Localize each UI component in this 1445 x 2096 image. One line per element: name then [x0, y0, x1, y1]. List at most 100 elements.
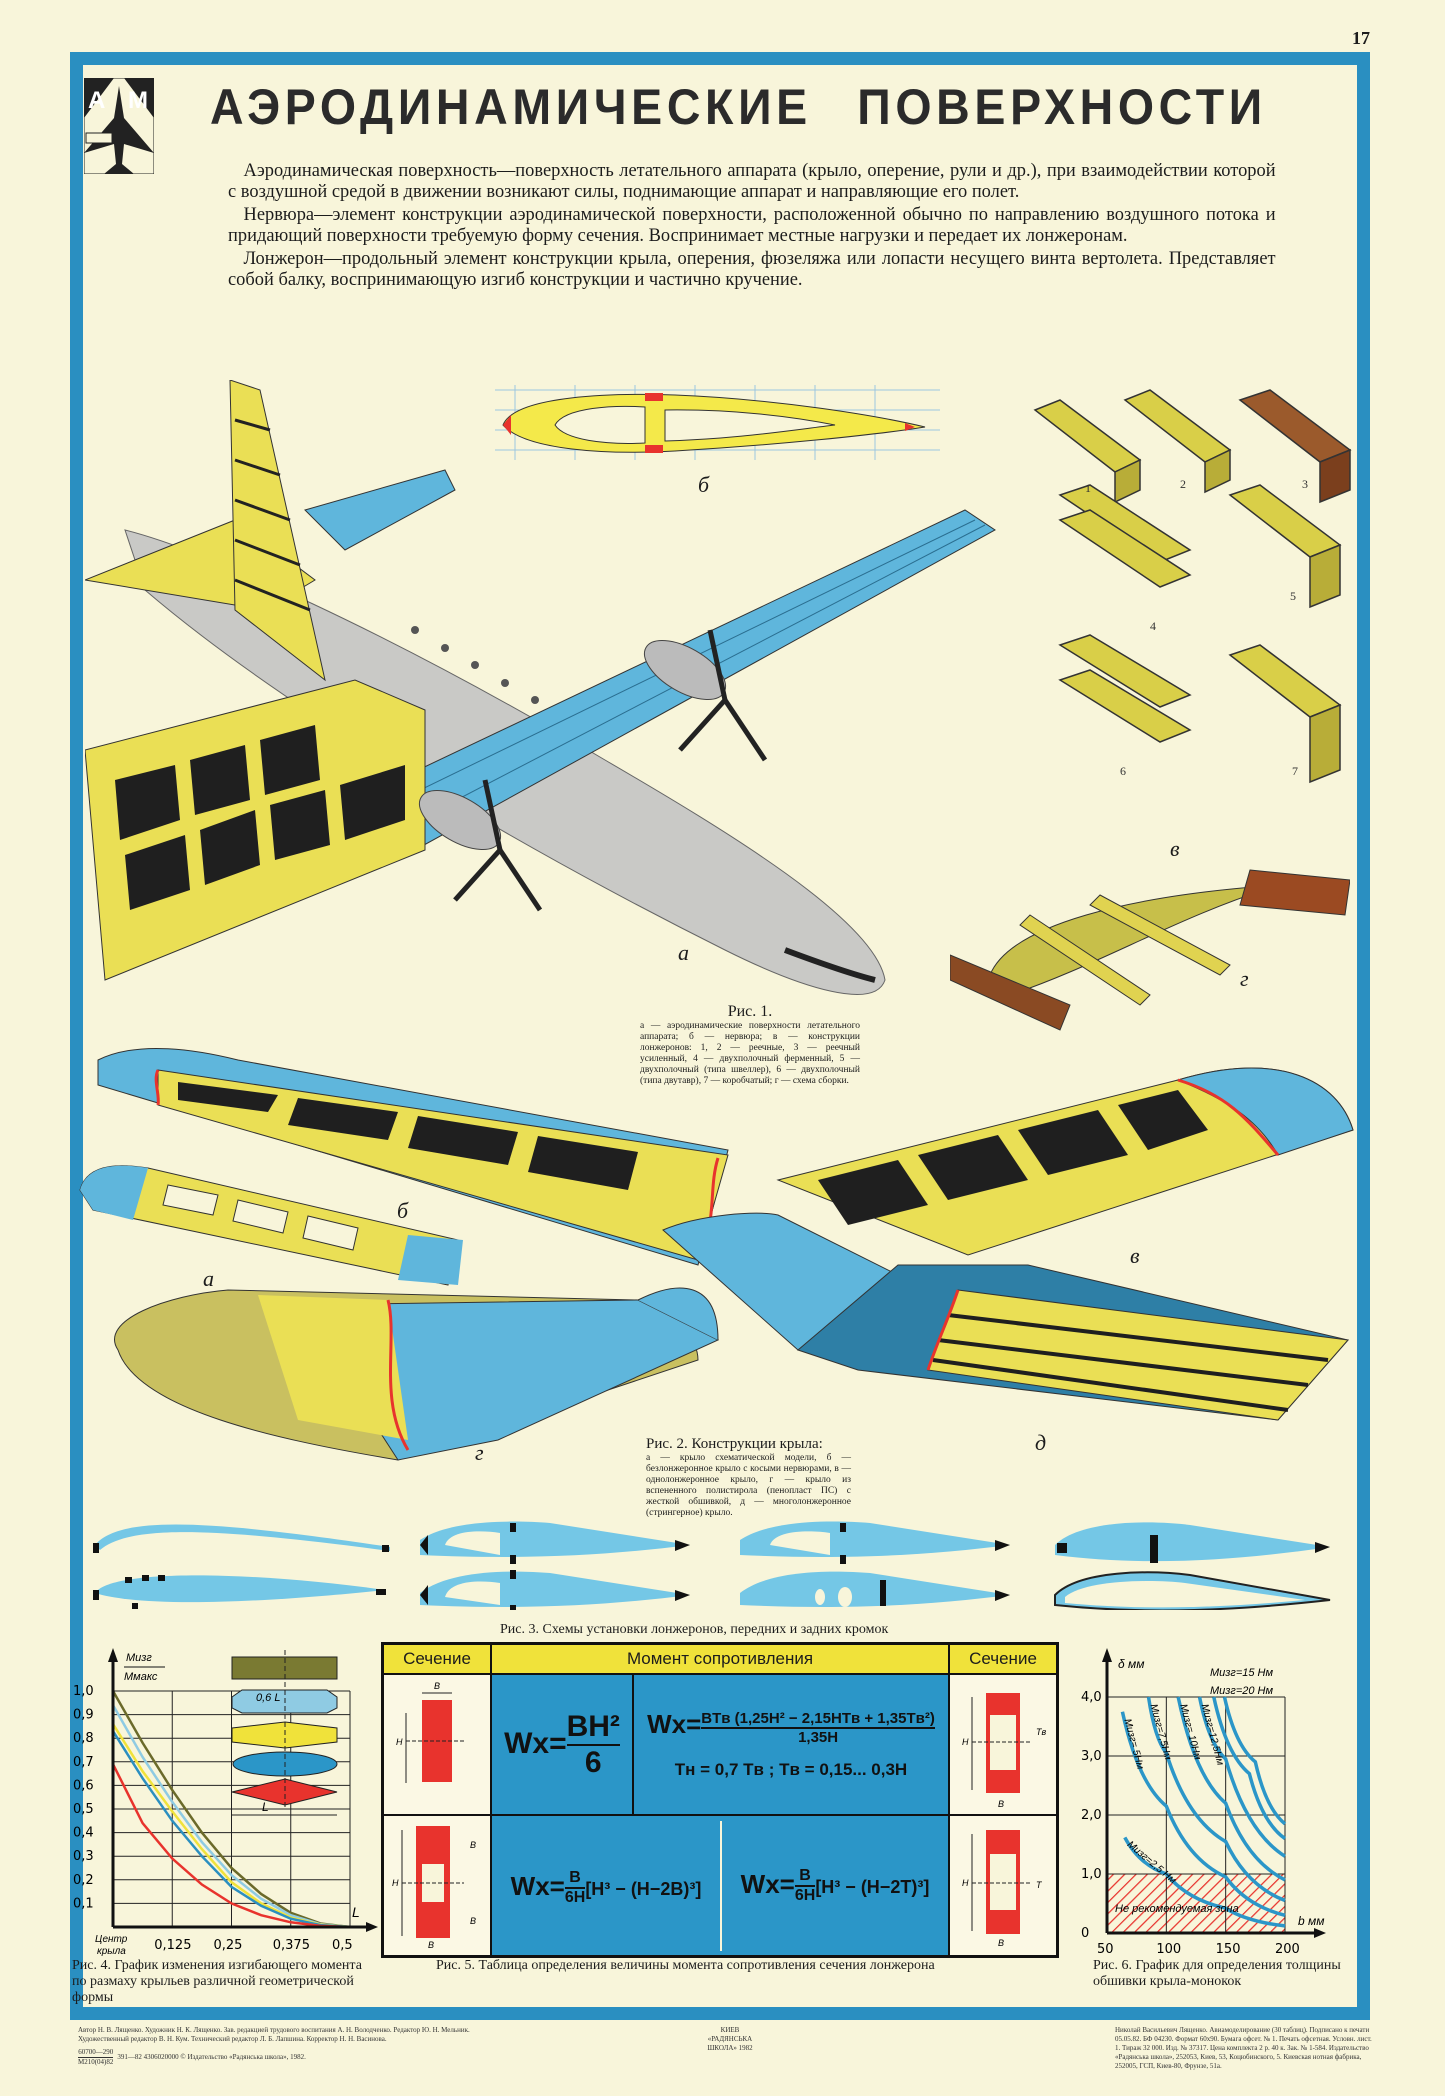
fig2-caption-title: Рис. 2. Конструкции крыла:	[646, 1436, 823, 1452]
fig2-label-b: б	[397, 1198, 409, 1223]
fig1-label-v: в	[1170, 836, 1180, 861]
svg-text:M: M	[128, 87, 148, 114]
svg-text:H: H	[392, 1878, 399, 1888]
legend-note: 0,6 L	[256, 1692, 280, 1704]
x-tick-label: 100	[1156, 1942, 1181, 1957]
fig1-label-a: а	[678, 940, 689, 965]
x-tick-label: 0,375	[273, 1938, 310, 1953]
definition-aerodynamic-surface: Аэродинамическая поверхность—поверхность…	[228, 160, 1276, 202]
svg-text:Tв: Tв	[1036, 1727, 1046, 1737]
fig2-label-d: д	[1035, 1430, 1047, 1455]
series-line	[1123, 1836, 1286, 1928]
x-origin-label: Центр	[95, 1934, 128, 1945]
y-tick-label: 0,2	[73, 1873, 94, 1888]
header-moment: Момент сопротивления	[490, 1642, 950, 1675]
header-section-left: Сечение	[381, 1642, 492, 1675]
y-tick-label: 3,0	[1081, 1749, 1102, 1764]
y-axis-arrow	[1102, 1648, 1112, 1662]
series-line	[1212, 1696, 1287, 1841]
svg-text:B: B	[998, 1938, 1004, 1948]
fig2-caption-text: а — крыло схематической модели, б — безл…	[646, 1453, 851, 1518]
y-tick-label: 1,0	[1081, 1867, 1102, 1882]
x-label: b мм	[1298, 1914, 1324, 1928]
spar-number: 6	[1120, 764, 1126, 778]
y-tick-label: 0,4	[73, 1826, 94, 1841]
legend-20: Mизг=20 Нм	[1210, 1685, 1273, 1697]
series-line	[1197, 1696, 1286, 1858]
section-box-b: B H B B	[381, 1814, 492, 1958]
svg-text:H: H	[962, 1737, 969, 1747]
svg-text:T: T	[1036, 1880, 1043, 1890]
series-label: Mизг= 10Нм	[1177, 1703, 1202, 1761]
y-label: δ мм	[1118, 1657, 1144, 1671]
spar-number: 1	[1085, 481, 1091, 495]
wing-v-single-spar	[776, 1067, 1354, 1256]
header-section-right: Сечение	[948, 1642, 1059, 1675]
y-tick-label: 4,0	[1081, 1690, 1102, 1705]
definition-spar: Лонжерон—продольный элемент конструкции …	[228, 248, 1276, 290]
series-line-elliptical	[111, 1730, 351, 1929]
wing-constructions-illustration	[79, 1048, 1354, 1461]
intro-text: Аэродинамическая поверхность—поверхность…	[228, 160, 1308, 292]
y-tick-label: 1,0	[73, 1684, 94, 1699]
x-origin-label: крыла	[97, 1946, 126, 1957]
y-tick-label: 0,8	[73, 1731, 94, 1746]
chart-legend: 0,6 L L	[231, 1650, 338, 1816]
wing-g-foam	[114, 1287, 720, 1461]
y-tick-label: 0,5	[73, 1802, 94, 1817]
footer-publisher: КИЕВ «РАДЯНСЬКА ШКОЛА» 1982	[707, 2026, 753, 2052]
svg-text:B: B	[428, 1940, 434, 1950]
wing-d-multi-spar	[662, 1212, 1349, 1421]
svg-text:B: B	[998, 1799, 1004, 1809]
fig2-label-v: в	[1130, 1243, 1140, 1268]
zone-label: Не рекомендуемая зона	[1115, 1903, 1239, 1915]
logo-am-airplane-icon: A M	[84, 78, 154, 174]
svg-text:H: H	[396, 1737, 403, 1747]
footer-credits: Автор Н. В. Лященко. Художник Н. К. Ляще…	[78, 2026, 470, 2043]
series-label: Mизг= 5Нм	[1122, 1718, 1146, 1771]
spar-number: 7	[1292, 764, 1298, 778]
fig6-caption: Рис. 6. График для определения толщины о…	[1093, 1958, 1341, 1989]
series-line-rhombic	[111, 1763, 351, 1929]
airplane-illustration	[85, 380, 996, 995]
legend-15: Mизг=15 Нм	[1210, 1667, 1273, 1679]
footer-imprint: Николай Васильевич Лященко. Авиамоделиро…	[1115, 2026, 1372, 2070]
y-tick-label: 0,3	[73, 1849, 94, 1864]
spar-layout-airfoils	[93, 1521, 1331, 1610]
fig3-caption: Рис. 3. Схемы установки лонжеронов, пере…	[500, 1622, 889, 1637]
series-line	[1146, 1696, 1286, 1903]
y-tick-label: 2,0	[1081, 1808, 1102, 1823]
series-line	[1120, 1711, 1286, 1917]
fig4-caption: Рис. 4. График изменения изгибающего мом…	[72, 1958, 362, 2005]
series-line	[1176, 1696, 1286, 1882]
series-line	[1222, 1696, 1287, 1826]
spar-number: 5	[1290, 589, 1296, 603]
fig1-caption-title: Рис. 1.	[727, 1003, 773, 1020]
spar-number: 3	[1302, 477, 1308, 491]
svg-text:B: B	[470, 1916, 476, 1926]
svg-text:A: A	[88, 87, 105, 114]
x-tick-label: 0,25	[214, 1938, 243, 1953]
fig2-label-g: г	[475, 1440, 484, 1465]
legend-span: L	[262, 1800, 269, 1814]
svg-text:B: B	[470, 1840, 476, 1850]
fig1-caption: Рис. 1. а — аэродинамические поверхности…	[640, 1003, 860, 1087]
y-tick-label: 0	[1081, 1926, 1089, 1941]
x-axis-arrow	[366, 1922, 378, 1932]
y-tick-label: 0,7	[73, 1755, 94, 1770]
fig2-caption: Рис. 2. Конструкции крыла: а — крыло схе…	[646, 1436, 851, 1519]
spar-number: 4	[1150, 619, 1156, 633]
spar-types-illustration: 1 2 3 4 5 6 7	[1033, 389, 1352, 784]
fig1-label-b: б	[698, 472, 710, 497]
y-tick-label: 0,9	[73, 1708, 94, 1723]
series-label: Mизг=7,5Нм	[1148, 1703, 1173, 1761]
formula-note: Tн = 0,7 Tв ; Tв = 0,15... 0,3H	[674, 1759, 908, 1779]
